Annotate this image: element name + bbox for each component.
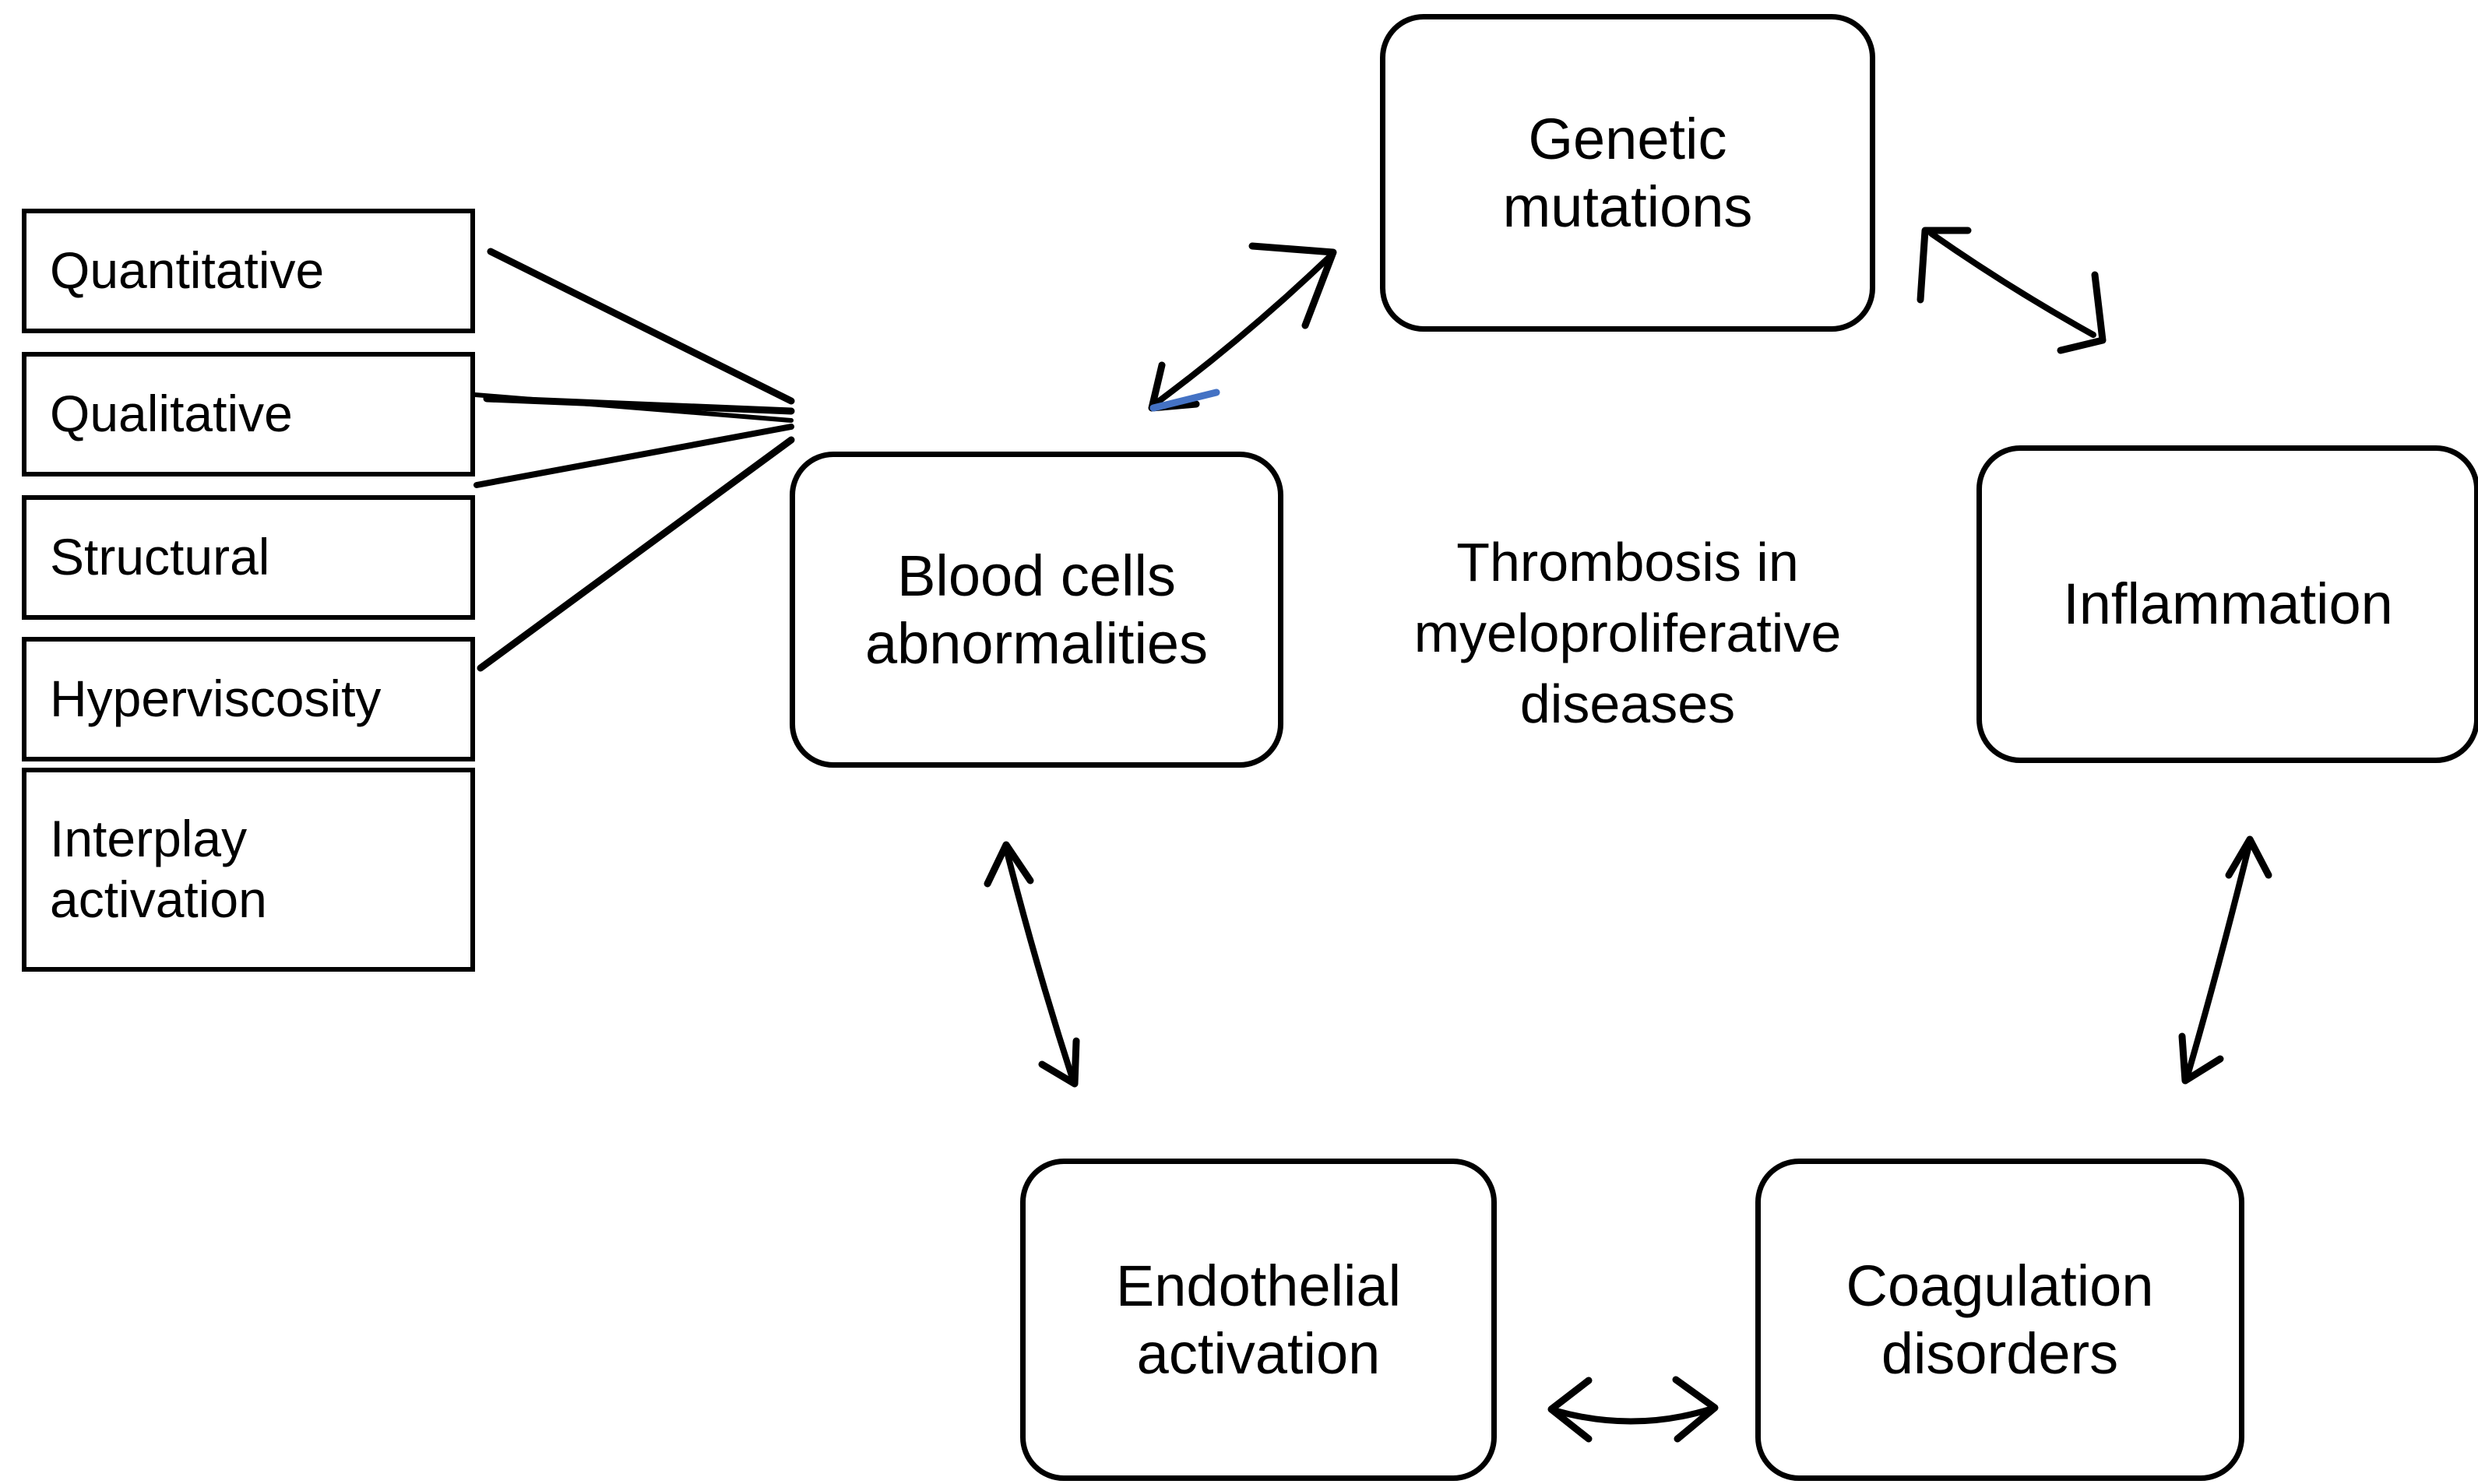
factor-node-interplay-activation-label: Interplay activation — [50, 810, 267, 928]
cycle-node-genetic-mutations-label: Genetic mutations — [1502, 106, 1753, 239]
connector-qualitative-to-blood-cells — [483, 395, 795, 415]
factor-node-structural-label: Structural — [50, 528, 270, 586]
factor-node-hyperviscosity-label: Hyperviscosity — [50, 670, 382, 728]
cycle-node-endothelial-activation-label: Endothelial activation — [1115, 1253, 1402, 1386]
factor-node-hyperviscosity[interactable]: Hyperviscosity — [22, 637, 475, 761]
cycle-node-coagulation-disorders[interactable]: Coagulation disorders — [1755, 1159, 2244, 1481]
cycle-node-inflammation-label: Inflammation — [2063, 571, 2393, 637]
arrow-blood-cells-genetic-mutations — [1148, 242, 1337, 412]
connector-quantitative-to-blood-cells — [487, 248, 795, 405]
arrow-blood-cells-endothelial-activation — [984, 841, 1080, 1088]
arrow-endothelial-activation-coagulation-disorders — [1547, 1376, 1719, 1443]
arrow-genetic-mutations-inflammation — [1917, 227, 2107, 354]
factor-node-quantitative[interactable]: Quantitative — [22, 209, 475, 333]
center-caption: Thrombosis in myeloproliferative disease… — [1378, 520, 1877, 746]
cycle-node-blood-cells-abnormalities[interactable]: Blood cells abnormalities — [790, 452, 1283, 768]
blue-accent-stroke — [1149, 389, 1220, 412]
cycle-node-blood-cells-abnormalities-label: Blood cells abnormalities — [864, 543, 1209, 676]
factor-node-qualitative-label: Qualitative — [50, 385, 293, 443]
connector-hyperviscosity-to-blood-cells — [473, 424, 794, 488]
connector-interplay-to-blood-cells — [477, 436, 795, 672]
factor-node-structural[interactable]: Structural — [22, 495, 475, 620]
cycle-node-endothelial-activation[interactable]: Endothelial activation — [1020, 1159, 1497, 1481]
center-caption-label: Thrombosis in myeloproliferative disease… — [1413, 531, 1842, 734]
cycle-node-genetic-mutations[interactable]: Genetic mutations — [1380, 14, 1875, 332]
cycle-node-inflammation[interactable]: Inflammation — [1976, 445, 2478, 763]
factor-node-quantitative-label: Quantitative — [50, 241, 325, 300]
connector-structural-to-blood-cells — [473, 392, 794, 423]
arrow-inflammation-coagulation-disorders — [2178, 835, 2272, 1085]
cycle-node-coagulation-disorders-label: Coagulation disorders — [1846, 1253, 2154, 1386]
factor-node-interplay-activation[interactable]: Interplay activation — [22, 768, 475, 972]
factor-node-qualitative[interactable]: Qualitative — [22, 352, 475, 476]
